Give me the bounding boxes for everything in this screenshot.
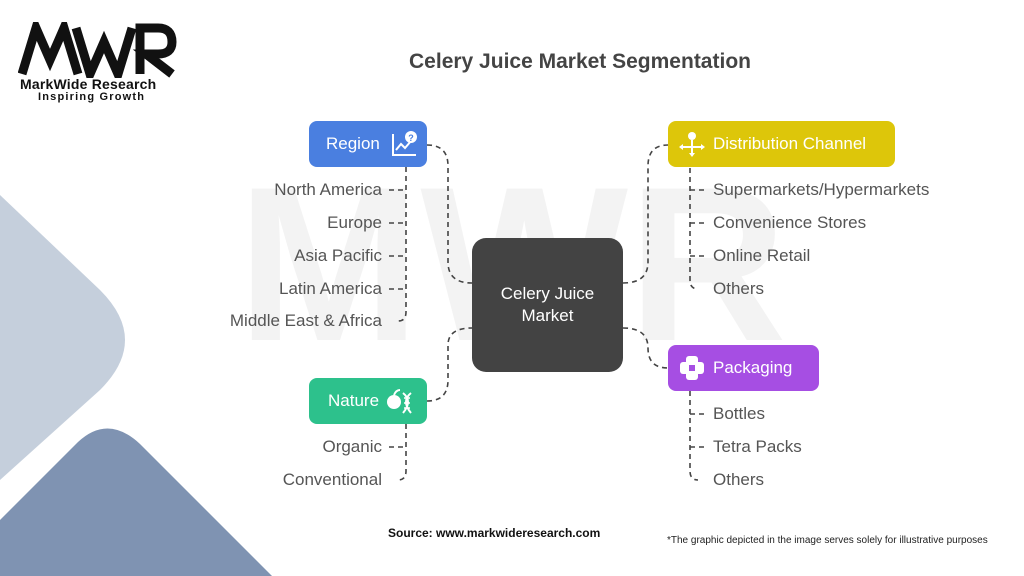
logo-tagline: Inspiring Growth xyxy=(38,91,146,103)
chart-question-icon: ? xyxy=(390,130,418,158)
region-tag: Region ? xyxy=(309,121,427,167)
logo-mark xyxy=(18,22,177,78)
nature-item: Organic xyxy=(322,437,382,456)
packaging-item: Bottles xyxy=(713,404,765,423)
region-item: Middle East & Africa xyxy=(229,311,382,330)
region-item: North America xyxy=(274,180,382,199)
distribution-item: Convenience Stores xyxy=(713,213,867,232)
nature-item: Conventional xyxy=(282,470,382,489)
package-icon xyxy=(678,354,706,382)
distribution-item: Others xyxy=(713,279,765,298)
region-item: Asia Pacific xyxy=(294,246,382,265)
nature-label: Nature xyxy=(328,391,380,410)
packaging-item: Tetra Packs xyxy=(713,437,802,456)
distribution-item: Online Retail xyxy=(713,246,811,265)
packaging-label: Packaging xyxy=(713,358,793,377)
network-distribution-icon xyxy=(678,130,706,158)
svg-text:?: ? xyxy=(408,133,414,143)
distribution-channel-label: Distribution Channel xyxy=(713,134,867,153)
packaging-tag: Packaging xyxy=(668,345,819,391)
logo-name: MarkWide Research xyxy=(20,76,157,92)
source-text: Source: www.markwideresearch.com xyxy=(388,526,601,540)
region-item: Europe xyxy=(327,213,382,232)
diagram-title: Celery Juice Market Segmentation xyxy=(409,50,751,73)
distribution-item: Supermarkets/Hypermarkets xyxy=(713,180,930,199)
distribution-channel-tag: Distribution Channel xyxy=(668,121,895,167)
packaging-item: Others xyxy=(713,470,765,489)
fruit-dna-icon xyxy=(385,387,415,415)
region-label: Region xyxy=(326,134,380,153)
nature-tag: Nature xyxy=(309,378,427,424)
region-item: Latin America xyxy=(279,279,382,298)
disclaimer-note: *The graphic depicted in the image serve… xyxy=(667,535,988,546)
